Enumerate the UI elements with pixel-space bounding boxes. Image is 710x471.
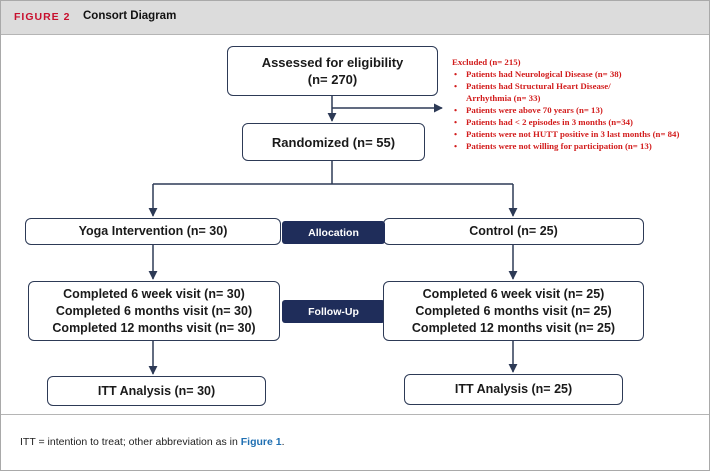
excluded-item: Patients were not willing for participat… xyxy=(452,140,686,152)
allocation-stage-label: Allocation xyxy=(282,221,385,244)
assessed-line-2: (n= 270) xyxy=(307,72,358,87)
control-followup-line: Completed 6 months visit (n= 25) xyxy=(415,303,612,318)
control-itt-box: ITT Analysis (n= 25) xyxy=(404,374,623,405)
figure-header: FIGURE 2 Consort Diagram xyxy=(1,1,709,34)
excluded-list: Excluded (n= 215) Patients had Neurologi… xyxy=(452,56,707,152)
control-followup-line: Completed 12 months visit (n= 25) xyxy=(411,320,616,335)
randomized-box: Randomized (n= 55) xyxy=(242,123,425,161)
excluded-item: Patients had < 2 episodes in 3 months (n… xyxy=(452,116,707,128)
header-divider xyxy=(1,34,709,35)
control-followup-line: Completed 6 week visit (n= 25) xyxy=(422,286,605,301)
figure-number: FIGURE 2 xyxy=(14,11,71,23)
yoga-itt-label: ITT Analysis (n= 30) xyxy=(97,383,216,398)
follow-up-stage-label: Follow-Up xyxy=(282,300,385,323)
assessed-line-1: Assessed for eligibility xyxy=(261,55,404,70)
excluded-item: Patients were above 70 years (n= 13) xyxy=(452,104,707,116)
caption-text: ITT = intention to treat; other abbrevia… xyxy=(20,436,241,448)
control-box: Control (n= 25) xyxy=(383,218,644,245)
yoga-intervention-label: Yoga Intervention (n= 30) xyxy=(78,224,228,238)
control-followup-box: Completed 6 week visit (n= 25) Completed… xyxy=(383,281,644,341)
yoga-followup-line: Completed 12 months visit (n= 30) xyxy=(52,320,256,335)
caption-figure-link[interactable]: Figure 1 xyxy=(240,436,282,448)
yoga-followup-box: Completed 6 week visit (n= 30) Completed… xyxy=(28,281,280,341)
control-itt-label: ITT Analysis (n= 25) xyxy=(454,382,573,396)
yoga-followup-line: Completed 6 week visit (n= 30) xyxy=(63,286,245,301)
yoga-itt-box: ITT Analysis (n= 30) xyxy=(47,376,266,406)
excluded-items: Patients had Neurological Disease (n= 38… xyxy=(452,68,707,152)
caption-divider xyxy=(1,414,709,415)
yoga-intervention-box: Yoga Intervention (n= 30) xyxy=(25,218,281,245)
randomized-label: Randomized (n= 55) xyxy=(271,134,396,150)
excluded-item: Patients had Structural Heart Disease/ A… xyxy=(452,80,651,104)
yoga-followup-line: Completed 6 months visit (n= 30) xyxy=(55,303,253,318)
figure-caption: ITT = intention to treat; other abbrevia… xyxy=(20,436,285,448)
control-label: Control (n= 25) xyxy=(469,224,558,238)
assessed-for-eligibility-box: Assessed for eligibility (n= 270) xyxy=(227,46,438,96)
excluded-title: Excluded (n= 215) xyxy=(452,57,521,67)
excluded-item: Patients were not HUTT positive in 3 las… xyxy=(452,128,704,140)
figure-title: Consort Diagram xyxy=(83,10,177,22)
caption-end: . xyxy=(281,436,285,448)
excluded-item: Patients had Neurological Disease (n= 38… xyxy=(452,68,707,80)
